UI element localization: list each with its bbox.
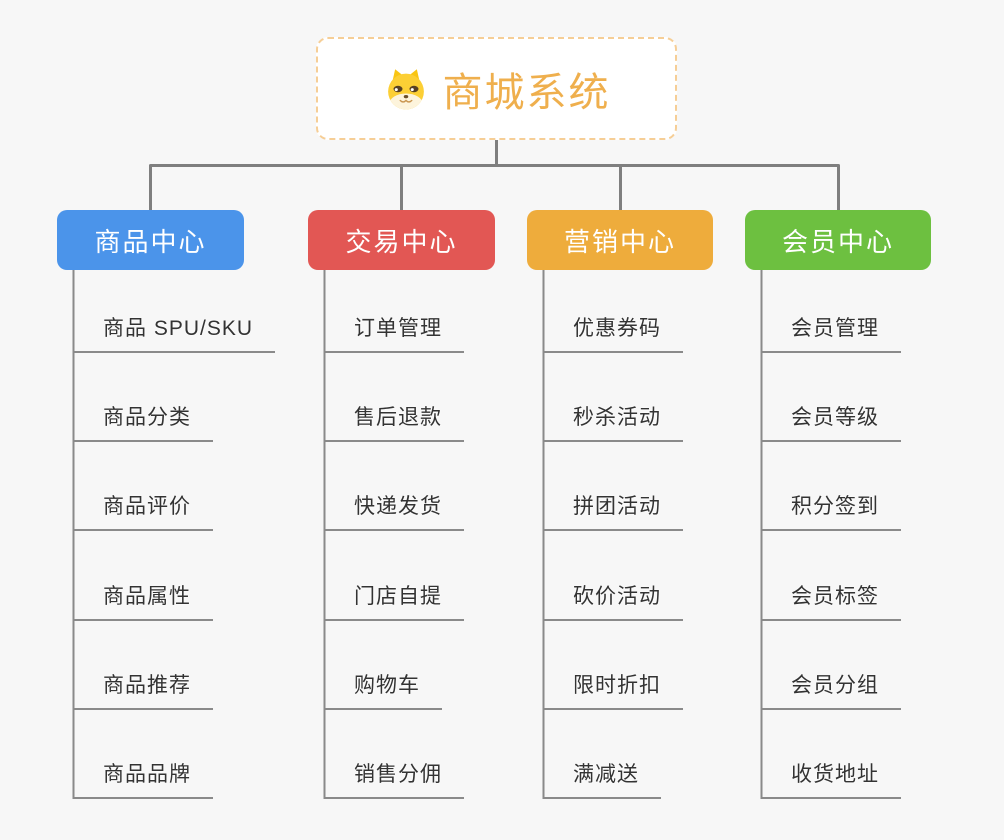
subtopic-item[interactable]: 商品属性 [73, 579, 213, 621]
subtopic-item[interactable]: 优惠券码 [543, 311, 683, 353]
subtopic-item[interactable]: 商品品牌 [73, 757, 213, 799]
subtopic-item[interactable]: 拼团活动 [543, 489, 683, 531]
subtopic-item[interactable]: 收货地址 [761, 757, 901, 799]
subtopic-item[interactable]: 购物车 [324, 668, 442, 710]
subtopic-item[interactable]: 秒杀活动 [543, 400, 683, 442]
root-topic-title: 商城系统 [442, 70, 611, 115]
subtopic-item[interactable]: 砍价活动 [543, 579, 683, 621]
subtopic-item[interactable]: 门店自提 [324, 579, 464, 621]
subtopic-item[interactable]: 销售分佣 [324, 757, 464, 799]
subtopic-item[interactable]: 满减送 [543, 757, 661, 799]
subtopic-item[interactable]: 商品推荐 [73, 668, 213, 710]
branch-node-product-center[interactable]: 商品中心 [57, 210, 244, 270]
root-topic[interactable]: 商城系统 [316, 37, 677, 140]
branch-node-marketing-center[interactable]: 营销中心 [527, 210, 713, 270]
subtopic-item[interactable]: 会员等级 [761, 400, 901, 442]
subtopic-item[interactable]: 限时折扣 [543, 668, 683, 710]
branch-label: 营销中心 [563, 226, 676, 257]
branch-label: 交易中心 [345, 226, 458, 257]
subtopic-item[interactable]: 订单管理 [324, 311, 464, 353]
subtopic-item[interactable]: 快递发货 [324, 489, 464, 531]
branch-rail-line [149, 164, 840, 210]
subtopic-item[interactable]: 会员管理 [761, 311, 901, 353]
branch-label: 商品中心 [94, 226, 207, 257]
subtopic-item[interactable]: 商品 SPU/SKU [73, 311, 276, 353]
subtopic-item[interactable]: 商品分类 [73, 400, 213, 442]
subtopic-item[interactable]: 会员标签 [761, 579, 901, 621]
branch-node-trade-center[interactable]: 交易中心 [308, 210, 495, 270]
branch-node-member-center[interactable]: 会员中心 [745, 210, 931, 270]
dog-face-icon [387, 68, 424, 109]
branch-label: 会员中心 [781, 226, 894, 257]
subtopic-item[interactable]: 商品评价 [73, 489, 213, 531]
subtopic-item[interactable]: 售后退款 [324, 400, 464, 442]
subtopic-item[interactable]: 积分签到 [761, 489, 901, 531]
subtopic-item[interactable]: 会员分组 [761, 668, 901, 710]
